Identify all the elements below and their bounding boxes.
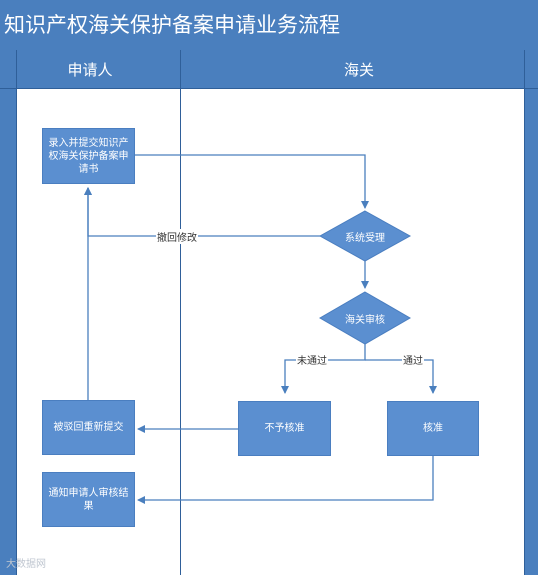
connector-approved-to-notify: [137, 456, 434, 504]
lane-header-applicant: 申请人: [0, 50, 180, 88]
header-divider: [0, 88, 538, 89]
watermark-text: 大数据网: [6, 559, 46, 570]
lane-left-edge-strip: [0, 50, 16, 575]
diamond-customs-review: [319, 291, 411, 345]
edge-label-withdraw-modify: 撤回修改: [156, 229, 198, 244]
lane-header-customs: 海关: [180, 50, 538, 88]
connector-withdraw-modify: [84, 187, 320, 237]
node-customs-review: 海关审核: [345, 314, 385, 326]
diamond-system-accept: [318, 210, 412, 262]
node-rejected-resubmit: 被驳回重新提交: [42, 400, 135, 455]
edge-label-not-passed: 未通过: [296, 352, 328, 367]
node-enter-submit: 录入并提交知识产权海关保护备案申请书: [42, 128, 135, 184]
node-approved: 核准: [387, 401, 479, 456]
lane-divider: [180, 50, 181, 575]
connector-review-passed: [365, 359, 437, 394]
lane-right-border: [524, 50, 525, 575]
node-not-approved: 不予核准: [238, 401, 331, 456]
lane-left-border: [16, 50, 17, 575]
node-system-accept: 系统受理: [345, 232, 385, 244]
page-title: 知识产权海关保护备案申请业务流程: [0, 0, 538, 50]
connector-review-not-passed: [281, 343, 366, 394]
edge-label-passed: 通过: [402, 352, 424, 367]
connector-submit-to-accept: [135, 154, 369, 209]
lane-right-edge-strip: [524, 50, 538, 575]
node-notify-result: 通知申请人审核结果: [42, 472, 135, 527]
